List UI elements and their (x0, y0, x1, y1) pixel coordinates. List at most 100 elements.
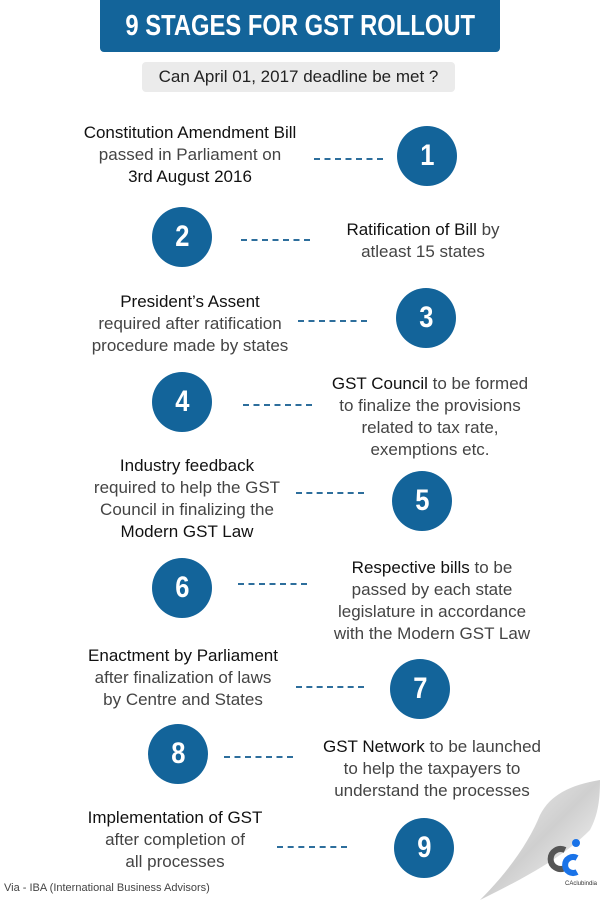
stage-description: President’s Assent required after ratific… (45, 291, 335, 357)
description-line: Enactment by Parliament (38, 645, 328, 667)
dashed-connector (296, 686, 364, 688)
description-line: required after ratification (45, 313, 335, 335)
highlight-text: Industry feedback (119, 456, 255, 475)
description-line: all processes (30, 851, 320, 873)
stage-number-badge: 2 (152, 207, 212, 267)
logo-text: CAclubindia (565, 881, 598, 887)
highlight-text: GST Council (331, 374, 428, 393)
description-line: Respective bills to be (287, 557, 577, 579)
body-text: after completion of (105, 830, 245, 849)
stage-description: Constitution Amendment Bill passed in Par… (45, 122, 335, 188)
stage-number: 4 (174, 385, 190, 418)
description-line: GST Council to be formed (285, 373, 575, 395)
stage-number-badge: 1 (397, 126, 457, 186)
title-banner: 9 STAGES FOR GST ROLLOUT (100, 0, 500, 52)
source-credit: Via - IBA (International Business Adviso… (4, 882, 210, 894)
stage-description: Enactment by Parliament after finalizatio… (38, 645, 328, 711)
body-text: to finalize the provisions (339, 396, 521, 415)
body-text: related to tax rate, (361, 418, 499, 437)
body-text: passed in Parliament on (98, 145, 282, 164)
stage-number-badge: 9 (394, 818, 454, 878)
stage-description: Industry feedback required to help the GS… (42, 455, 332, 543)
body-text: by (476, 220, 500, 239)
highlight-text: Implementation of GST (87, 808, 263, 827)
stage-description: Implementation of GST after completion of… (30, 807, 320, 873)
dashed-connector (314, 158, 383, 160)
highlight-text: Modern GST Law (120, 522, 254, 541)
description-line: Implementation of GST (30, 807, 320, 829)
body-text: required to help the GST (93, 478, 281, 497)
stage-number: 8 (170, 737, 186, 770)
description-line: passed by each state (287, 579, 577, 601)
highlight-text: President’s Assent (120, 292, 260, 311)
body-text: required after ratification (98, 314, 282, 333)
caclubindia-logo: CAclubindia (547, 839, 598, 887)
body-text: Council in finalizing the (100, 500, 274, 519)
highlight-text: GST Network (323, 737, 425, 756)
stage-number: 9 (416, 831, 432, 864)
body-text: to be (469, 558, 513, 577)
stage-number: 3 (418, 301, 434, 334)
description-line: after finalization of laws (38, 667, 328, 689)
body-text: all processes (125, 852, 225, 871)
dashed-connector (298, 320, 367, 322)
description-line: passed in Parliament on (45, 144, 335, 166)
body-text: passed by each state (351, 580, 513, 599)
highlight-text: Constitution Amendment Bill (83, 123, 297, 142)
dashed-connector (224, 756, 293, 758)
dashed-connector (277, 846, 347, 848)
description-line: exemptions etc. (285, 439, 575, 461)
body-text: understand the processes (334, 781, 530, 800)
stage-number: 2 (174, 220, 190, 253)
stage-number: 6 (174, 571, 190, 604)
description-line: President’s Assent (45, 291, 335, 313)
subtitle-pill: Can April 01, 2017 deadline be met ? (142, 62, 455, 92)
stage-number: 1 (419, 139, 435, 172)
page-title: 9 STAGES FOR GST ROLLOUT (125, 9, 475, 42)
stage-number-badge: 5 (392, 471, 452, 531)
highlight-text: Enactment by Parliament (88, 646, 278, 665)
stage-number: 7 (412, 672, 428, 705)
stage-number-badge: 7 (390, 659, 450, 719)
body-text: to help the taxpayers to (343, 759, 521, 778)
description-line: related to tax rate, (285, 417, 575, 439)
body-text: to be launched (424, 737, 541, 756)
highlight-text: Respective bills (351, 558, 470, 577)
highlight-text: Ratification of Bill (346, 220, 477, 239)
page-curl-logo: CAclubindia (480, 780, 600, 900)
body-text: with the Modern GST Law (333, 624, 531, 643)
highlight-text: 3rd August 2016 (128, 167, 252, 186)
body-text: by Centre and States (103, 690, 263, 709)
description-line: Modern GST Law (42, 521, 332, 543)
description-line: to help the taxpayers to (287, 758, 577, 780)
stage-number-badge: 6 (152, 558, 212, 618)
stage-number: 5 (414, 484, 430, 517)
description-line: GST Network to be launched (287, 736, 577, 758)
body-text: procedure made by states (91, 336, 289, 355)
dashed-connector (296, 492, 364, 494)
body-text: atleast 15 states (361, 242, 485, 261)
body-text: exemptions etc. (370, 440, 490, 459)
stage-number-badge: 4 (152, 372, 212, 432)
description-line: to finalize the provisions (285, 395, 575, 417)
description-line: Constitution Amendment Bill (45, 122, 335, 144)
description-line: atleast 15 states (278, 241, 568, 263)
subtitle: Can April 01, 2017 deadline be met ? (158, 67, 439, 86)
description-line: Ratification of Bill by (278, 219, 568, 241)
description-line: 3rd August 2016 (45, 166, 335, 188)
body-text: to be formed (427, 374, 529, 393)
description-line: by Centre and States (38, 689, 328, 711)
description-line: Council in finalizing the (42, 499, 332, 521)
body-text: after finalization of laws (94, 668, 272, 687)
description-line: legislature in accordance (287, 601, 577, 623)
dashed-connector (238, 583, 307, 585)
description-line: with the Modern GST Law (287, 623, 577, 645)
description-line: Industry feedback (42, 455, 332, 477)
description-line: required to help the GST (42, 477, 332, 499)
dashed-connector (243, 404, 312, 406)
description-line: procedure made by states (45, 335, 335, 357)
